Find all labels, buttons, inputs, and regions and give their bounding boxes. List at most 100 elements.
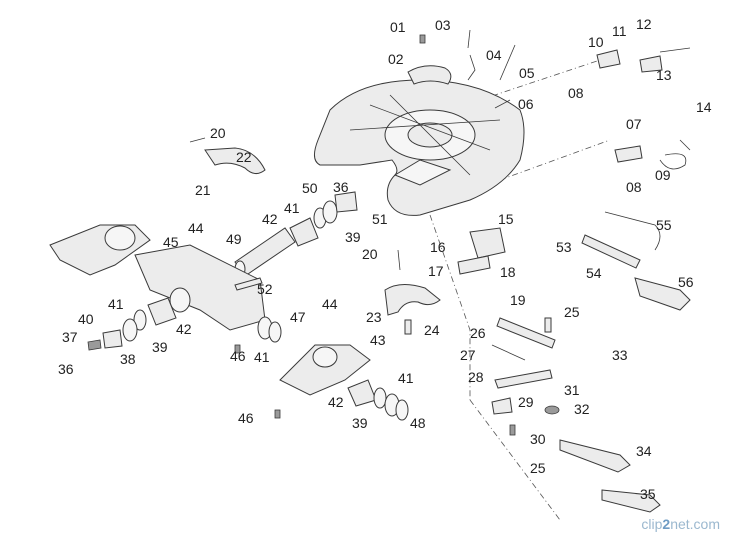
callout-41: 41 bbox=[254, 349, 270, 365]
callout-26: 26 bbox=[470, 325, 486, 341]
callout-39: 39 bbox=[352, 415, 368, 431]
callout-42: 42 bbox=[328, 394, 344, 410]
callout-51: 51 bbox=[372, 211, 388, 227]
part-02-ring bbox=[407, 65, 452, 85]
part-04-bracket bbox=[467, 54, 476, 81]
part-10-plate bbox=[596, 49, 621, 69]
callout-38: 38 bbox=[120, 351, 136, 367]
callout-11: 11 bbox=[612, 23, 627, 39]
part-35-handle bbox=[601, 489, 661, 513]
callout-36: 36 bbox=[58, 361, 74, 377]
callout-06: 06 bbox=[518, 96, 534, 112]
callout-48: 48 bbox=[410, 415, 426, 431]
part-52-bolt bbox=[234, 277, 263, 291]
callout-16: 16 bbox=[430, 239, 446, 255]
left-bracket bbox=[49, 224, 151, 276]
part-29-plate bbox=[491, 397, 513, 415]
callout-42: 42 bbox=[262, 211, 278, 227]
callout-34: 34 bbox=[636, 443, 652, 459]
assembly-axis bbox=[429, 214, 471, 400]
callout-18: 18 bbox=[500, 264, 516, 280]
part-30-bolt bbox=[509, 424, 516, 436]
callout-39: 39 bbox=[345, 229, 361, 245]
part-32-washer bbox=[544, 405, 560, 415]
part-36-bolt bbox=[87, 339, 102, 351]
callout-41: 41 bbox=[398, 370, 414, 386]
callout-20: 20 bbox=[210, 125, 226, 141]
callout-45: 45 bbox=[163, 234, 179, 250]
part-22-hook bbox=[204, 147, 266, 174]
callout-47: 47 bbox=[290, 309, 306, 325]
part-42-bushing-lower bbox=[347, 379, 377, 407]
part-03-rod bbox=[467, 29, 471, 49]
callout-31: 31 bbox=[564, 382, 580, 398]
callout-25: 25 bbox=[564, 304, 580, 320]
callout-15: 15 bbox=[498, 211, 514, 227]
callout-43: 43 bbox=[370, 332, 386, 348]
callout-08: 08 bbox=[568, 85, 584, 101]
part-55-rod bbox=[604, 211, 661, 251]
callout-12: 12 bbox=[636, 16, 652, 32]
callout-08: 08 bbox=[626, 179, 642, 195]
watermark: clip2net.com bbox=[641, 516, 720, 532]
callout-19: 19 bbox=[510, 292, 526, 308]
callout-35: 35 bbox=[640, 486, 656, 502]
callout-30: 30 bbox=[530, 431, 546, 447]
callout-13: 13 bbox=[656, 67, 672, 83]
callout-25: 25 bbox=[530, 460, 546, 476]
part-38-plate bbox=[102, 329, 123, 349]
part-42-bushing bbox=[289, 217, 319, 247]
callout-53: 53 bbox=[556, 239, 572, 255]
part-13-block bbox=[639, 55, 663, 73]
callout-20: 20 bbox=[362, 246, 378, 262]
callout-24: 24 bbox=[424, 322, 440, 338]
part-25-pin bbox=[544, 317, 552, 333]
callout-10: 10 bbox=[588, 34, 604, 50]
callout-09: 09 bbox=[655, 167, 671, 183]
callout-44: 44 bbox=[322, 296, 338, 312]
part-09-cable bbox=[659, 139, 691, 170]
part-15-block bbox=[469, 227, 506, 259]
callout-39: 39 bbox=[152, 339, 168, 355]
part-56-handle bbox=[634, 277, 691, 311]
callout-14: 14 bbox=[696, 99, 712, 115]
part-46-bolt bbox=[234, 344, 241, 354]
part-20-pin bbox=[397, 249, 401, 271]
part-18-latch bbox=[457, 255, 491, 275]
part-12-bolt bbox=[659, 47, 691, 53]
part-26-bar bbox=[496, 317, 556, 349]
part-43-bracket bbox=[279, 344, 371, 396]
callout-46: 46 bbox=[238, 410, 254, 426]
callout-32: 32 bbox=[574, 401, 590, 417]
callout-05: 05 bbox=[519, 65, 535, 81]
part-45-beam bbox=[134, 244, 266, 331]
part-39-ring bbox=[322, 200, 338, 224]
callout-23: 23 bbox=[366, 309, 382, 325]
callout-36: 36 bbox=[333, 179, 349, 195]
fifth-wheel-plate bbox=[314, 79, 525, 216]
callout-54: 54 bbox=[586, 265, 602, 281]
callout-41: 41 bbox=[108, 296, 124, 312]
part-28-lever bbox=[494, 369, 553, 389]
callout-22: 22 bbox=[236, 149, 252, 165]
callout-28: 28 bbox=[468, 369, 484, 385]
part-01-bolt bbox=[419, 34, 426, 44]
callout-02: 02 bbox=[388, 51, 404, 67]
part-20-bolt bbox=[189, 137, 206, 143]
callout-33: 33 bbox=[612, 347, 628, 363]
callout-44: 44 bbox=[188, 220, 204, 236]
callout-03: 03 bbox=[435, 17, 451, 33]
callout-01: 01 bbox=[390, 19, 406, 35]
callout-37: 37 bbox=[62, 329, 78, 345]
callout-52: 52 bbox=[257, 281, 273, 297]
part-05-spring bbox=[499, 44, 516, 81]
part-42-bushing-left bbox=[147, 297, 177, 326]
part-27-spring bbox=[491, 344, 526, 361]
callout-07: 07 bbox=[626, 116, 642, 132]
callout-17: 17 bbox=[428, 263, 444, 279]
callout-27: 27 bbox=[460, 347, 476, 363]
callout-55: 55 bbox=[656, 217, 672, 233]
callout-46: 46 bbox=[230, 348, 246, 364]
